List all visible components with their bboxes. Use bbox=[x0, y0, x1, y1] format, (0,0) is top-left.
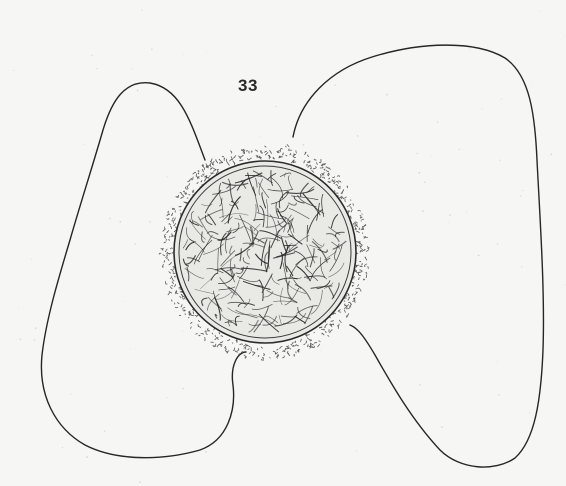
paper-speck bbox=[35, 327, 37, 329]
paper-speck bbox=[498, 394, 499, 395]
figure-number: 33 bbox=[238, 76, 258, 95]
paper-speck bbox=[564, 35, 565, 36]
paper-speck bbox=[531, 81, 532, 82]
paper-speck bbox=[119, 221, 121, 223]
paper-speck bbox=[137, 90, 139, 92]
paper-speck bbox=[151, 49, 153, 51]
paper-speck bbox=[275, 106, 276, 107]
paper-speck bbox=[497, 361, 498, 362]
paper-speck bbox=[501, 98, 502, 99]
paper-speck bbox=[431, 156, 432, 157]
paper-speck bbox=[167, 176, 168, 177]
paper-speck bbox=[386, 94, 388, 96]
paper-speck bbox=[441, 426, 443, 428]
halo-granule bbox=[171, 285, 172, 286]
paper-speck bbox=[139, 481, 141, 483]
paper-speck bbox=[130, 349, 131, 350]
paper-speck bbox=[62, 447, 63, 448]
halo-granule bbox=[190, 311, 191, 312]
paper-speck bbox=[497, 243, 498, 244]
halo-granule bbox=[198, 324, 199, 326]
paper-speck bbox=[320, 350, 321, 351]
paper-speck bbox=[149, 221, 150, 222]
halo-granule bbox=[334, 183, 335, 184]
halo-granule bbox=[172, 253, 173, 254]
paper-speck bbox=[34, 339, 36, 341]
paper-speck bbox=[18, 307, 19, 308]
paper-speck bbox=[83, 144, 84, 145]
halo-granule bbox=[211, 342, 214, 343]
paper-speck bbox=[109, 218, 110, 219]
paper-speck bbox=[123, 301, 124, 302]
halo-granule bbox=[316, 160, 317, 161]
paper-speck bbox=[356, 451, 357, 452]
halo-granule bbox=[205, 337, 206, 340]
paper-speck bbox=[335, 85, 336, 86]
paper-speck bbox=[551, 153, 553, 155]
paper-speck bbox=[540, 11, 541, 12]
paper-speck bbox=[182, 331, 183, 332]
paper-speck bbox=[330, 399, 331, 400]
paper-speck bbox=[31, 259, 32, 260]
paper-speck bbox=[424, 182, 426, 184]
paper-speck bbox=[182, 54, 183, 55]
paper-speck bbox=[448, 222, 449, 223]
halo-granule bbox=[344, 301, 345, 302]
paper-speck bbox=[166, 397, 167, 398]
halo-granule bbox=[346, 295, 347, 296]
paper-speck bbox=[135, 243, 136, 244]
paper-speck bbox=[70, 394, 71, 395]
paper-speck bbox=[459, 149, 460, 150]
paper-speck bbox=[86, 456, 88, 458]
paper-speck bbox=[466, 212, 467, 213]
paper-speck bbox=[416, 153, 417, 154]
paper-speck bbox=[104, 430, 105, 431]
paper-speck bbox=[482, 108, 483, 109]
paper-speck bbox=[141, 9, 142, 10]
paper-speck bbox=[419, 384, 421, 386]
halo-granule bbox=[364, 236, 365, 238]
paper-speck bbox=[132, 68, 133, 69]
paper-speck bbox=[91, 55, 92, 56]
halo-granule bbox=[198, 173, 199, 174]
paper-speck bbox=[529, 412, 530, 413]
paper-speck bbox=[437, 121, 438, 122]
paper-speck bbox=[21, 161, 22, 162]
paper-speck bbox=[469, 49, 470, 50]
paper-speck bbox=[182, 388, 184, 390]
paper-speck bbox=[123, 418, 124, 419]
paper-speck bbox=[20, 339, 22, 341]
halo-granule bbox=[261, 157, 262, 158]
halo-granule bbox=[227, 352, 228, 354]
paper-speck bbox=[93, 149, 94, 150]
paper-speck bbox=[500, 160, 501, 161]
paper-speck bbox=[520, 234, 521, 235]
paper-speck bbox=[303, 144, 305, 146]
paper-speck bbox=[96, 68, 97, 69]
paper-speck bbox=[207, 53, 208, 54]
paper-speck bbox=[522, 190, 523, 191]
paper-speck bbox=[425, 421, 426, 422]
paper-speck bbox=[357, 135, 359, 137]
halo-granule bbox=[174, 231, 175, 232]
halo-granule bbox=[354, 279, 355, 280]
paper-speck bbox=[260, 136, 261, 137]
paper-speck bbox=[13, 70, 14, 71]
paper-speck bbox=[520, 195, 521, 196]
paper-speck bbox=[419, 172, 421, 174]
paper-speck bbox=[521, 266, 522, 267]
paper-speck bbox=[478, 254, 480, 256]
paper-speck bbox=[205, 451, 207, 453]
paper-speck bbox=[449, 214, 451, 216]
paper-speck bbox=[422, 210, 424, 212]
